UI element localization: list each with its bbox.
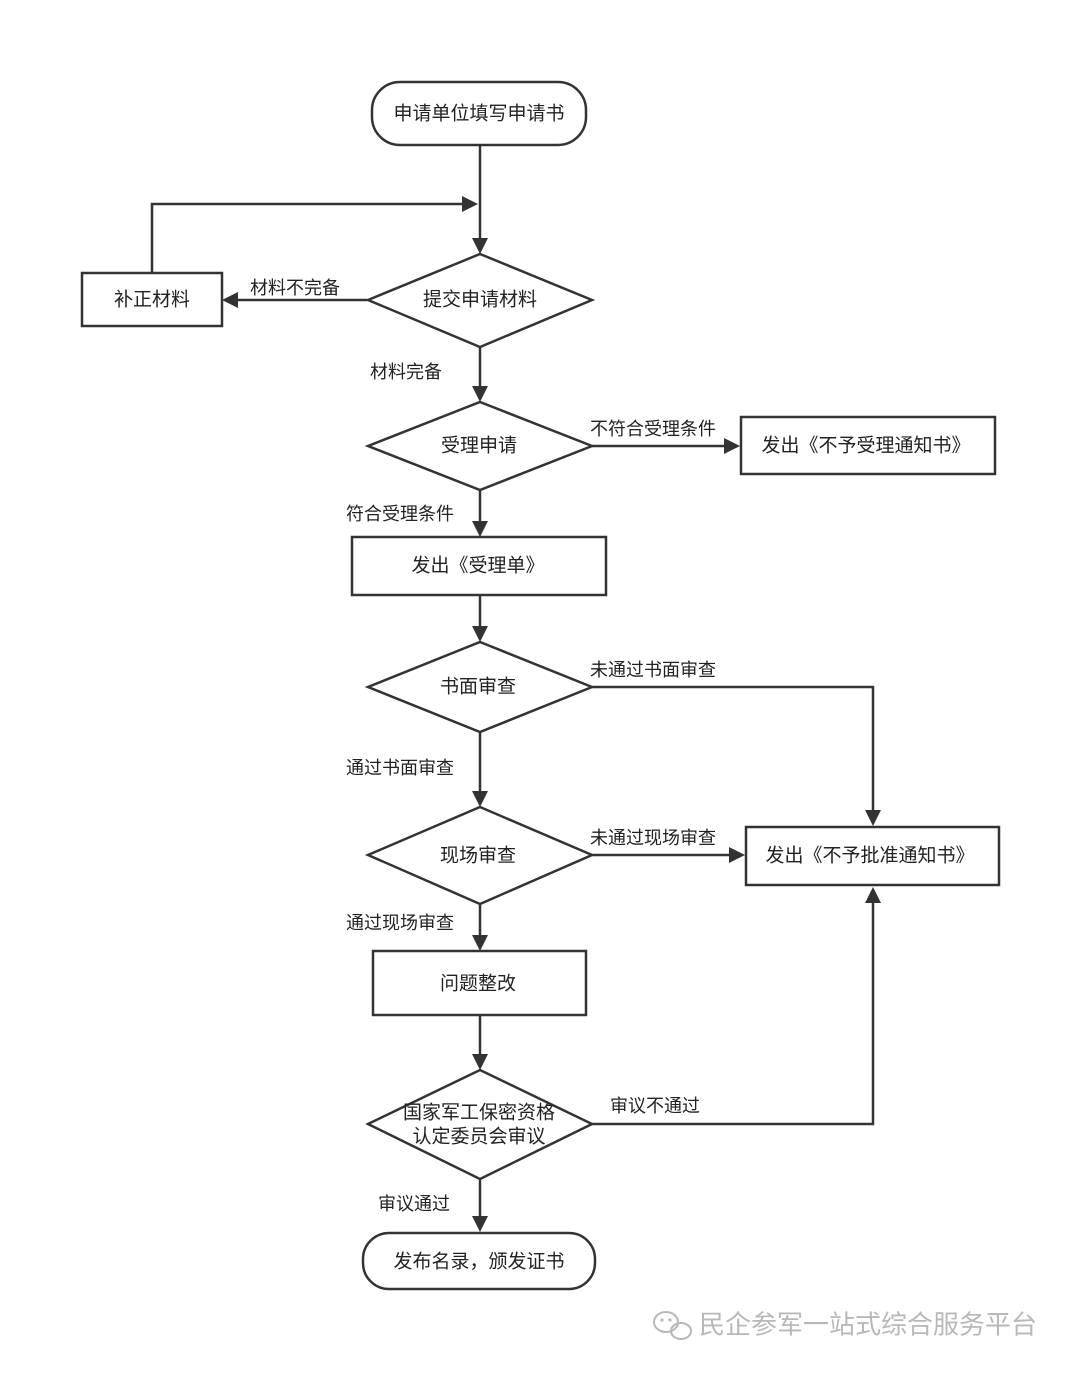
edge-committee-deny bbox=[592, 901, 875, 1126]
arrowhead bbox=[865, 887, 881, 903]
watermark: 民企参军一站式综合服务平台 bbox=[653, 1311, 1037, 1341]
node-deny-notice bbox=[744, 825, 1001, 887]
edge-fix-loop bbox=[150, 202, 466, 272]
edge-label-written-pass: 通过书面审查 bbox=[346, 758, 454, 779]
edge-labels: 材料不完备 材料完备 不符合受理条件 符合受理条件 未通过书面审查 通过书面审查… bbox=[250, 278, 716, 1215]
edge-label-review-pass: 审议通过 bbox=[378, 1194, 450, 1215]
edge-label-eligible: 符合受理条件 bbox=[346, 504, 454, 525]
arrowhead bbox=[865, 810, 881, 826]
node-submit-label: 提交申请材料 bbox=[423, 289, 537, 311]
arrowhead bbox=[472, 386, 488, 402]
arrowhead bbox=[724, 438, 740, 454]
arrowhead bbox=[472, 626, 488, 642]
edge-label-not-eligible: 不符合受理条件 bbox=[590, 419, 716, 440]
arrowhead bbox=[472, 1054, 488, 1070]
node-committee-label-1: 国家军工保密资格 bbox=[403, 1102, 555, 1124]
node-end-label: 发布名录，颁发证书 bbox=[393, 1251, 564, 1273]
arrowhead bbox=[472, 521, 488, 537]
edge-label-complete: 材料完备 bbox=[370, 362, 442, 383]
arrowhead bbox=[472, 1216, 488, 1232]
node-reject-notice bbox=[739, 415, 997, 476]
node-accept bbox=[364, 400, 596, 492]
node-submit bbox=[364, 252, 596, 349]
arrowhead bbox=[472, 238, 488, 254]
node-accept-label: 受理申请 bbox=[441, 435, 517, 457]
node-reject-notice-label: 发出《不予受理通知书》 bbox=[761, 435, 970, 457]
node-receipt bbox=[350, 535, 608, 597]
edge-label-site-pass: 通过现场审查 bbox=[346, 913, 454, 934]
arrowhead bbox=[472, 935, 488, 951]
node-deny-notice-label: 发出《不予批准通知书》 bbox=[765, 845, 974, 867]
node-rectify bbox=[371, 949, 588, 1017]
arrowhead bbox=[462, 196, 478, 212]
wechat-icon bbox=[653, 1311, 692, 1340]
node-receipt-label: 发出《受理单》 bbox=[411, 555, 544, 577]
edge-label-written-fail: 未通过书面审查 bbox=[590, 660, 716, 681]
node-start bbox=[370, 80, 588, 147]
node-fix-label: 补正材料 bbox=[114, 289, 190, 311]
connectors bbox=[150, 146, 881, 1232]
node-fix bbox=[80, 271, 224, 328]
node-site-review-label: 现场审查 bbox=[440, 845, 516, 867]
node-committee-label-2: 认定委员会审议 bbox=[412, 1126, 545, 1148]
edge-written-deny bbox=[592, 685, 875, 812]
arrowhead bbox=[729, 847, 745, 863]
edge-label-site-fail: 未通过现场审查 bbox=[590, 828, 716, 849]
node-end bbox=[361, 1231, 597, 1291]
node-committee bbox=[365, 1068, 595, 1181]
edge-label-incomplete: 材料不完备 bbox=[250, 278, 340, 299]
node-rectify-label: 问题整改 bbox=[440, 973, 516, 995]
node-start-label: 申请单位填写申请书 bbox=[393, 103, 564, 125]
nodes: 申请单位填写申请书 补正材料 提交申请材料 受理申请 发出《不予受理通知书》 发… bbox=[80, 80, 1001, 1291]
arrowhead bbox=[472, 791, 488, 807]
node-written-review-label: 书面审查 bbox=[440, 676, 516, 698]
edge-label-review-fail: 审议不通过 bbox=[610, 1096, 700, 1117]
node-site-review bbox=[364, 805, 596, 906]
watermark-text: 民企参军一站式综合服务平台 bbox=[699, 1311, 1037, 1341]
node-written-review bbox=[364, 640, 596, 734]
arrowhead bbox=[222, 292, 238, 308]
